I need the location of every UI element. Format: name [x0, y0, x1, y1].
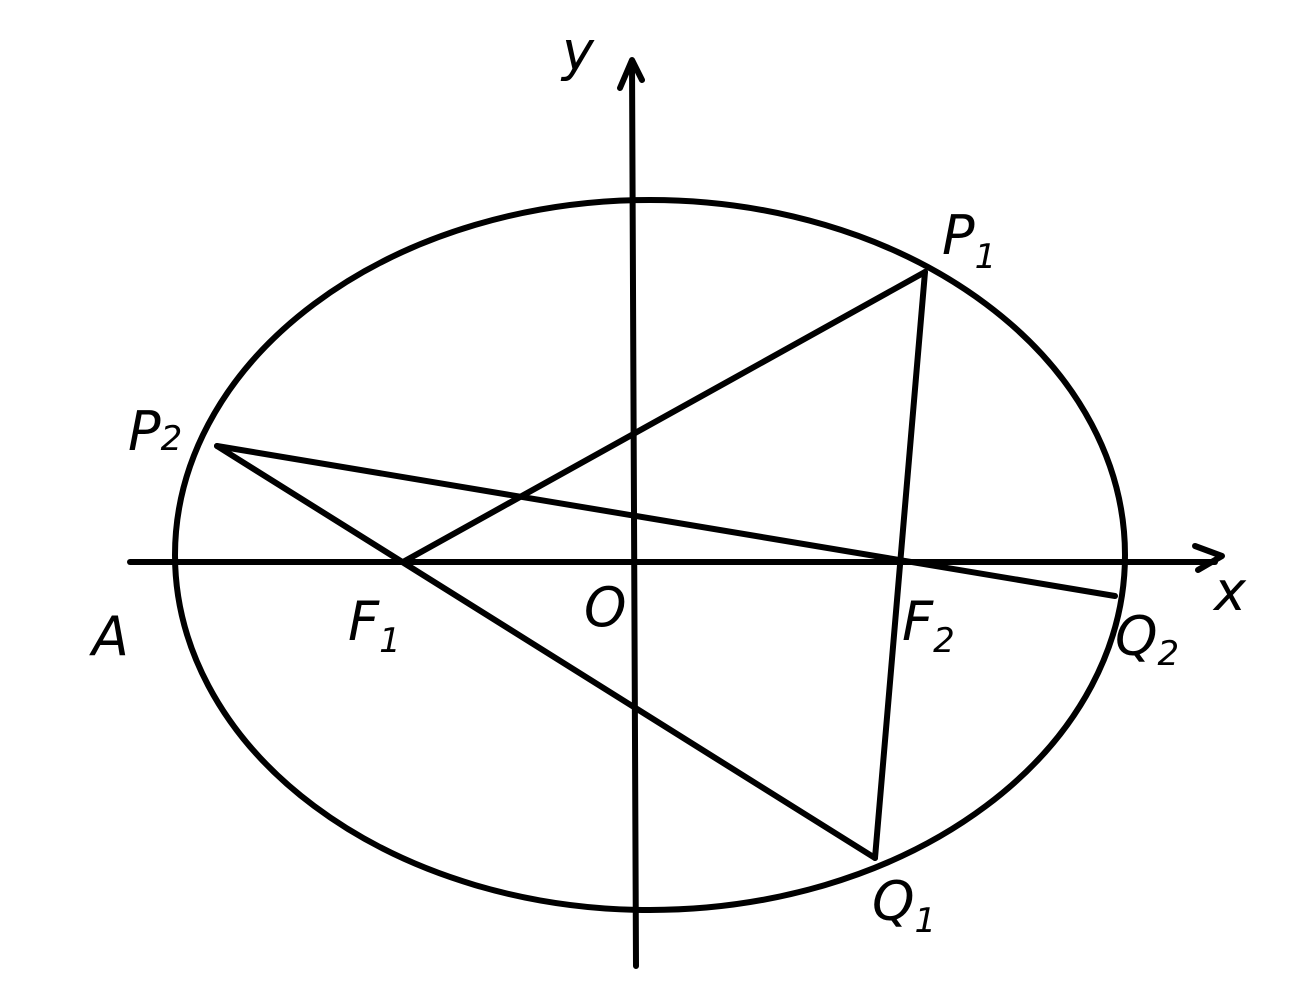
segment-p2-q1 [214, 443, 878, 861]
point-label-q1: Q1 [872, 870, 936, 941]
y-axis-arrowhead [617, 57, 645, 91]
segment-p1-q1 [872, 269, 928, 861]
point-label-f1: F1 [348, 590, 401, 661]
point-label-a: A [89, 605, 129, 668]
segment-f1-p1 [400, 269, 928, 565]
point-label-q2: Q2 [1115, 605, 1179, 674]
point-label-p2: P2 [128, 400, 182, 463]
y-axis-label: y [560, 20, 595, 83]
point-label-f2: F2 [902, 590, 955, 661]
segment-p2-q2 [214, 443, 1118, 599]
x-axis-label: x [1212, 560, 1247, 623]
x-axis-arrowhead [1192, 543, 1225, 573]
point-label-p1: P1 [942, 204, 996, 277]
origin-label: O [584, 576, 627, 639]
ellipse [172, 197, 1128, 913]
